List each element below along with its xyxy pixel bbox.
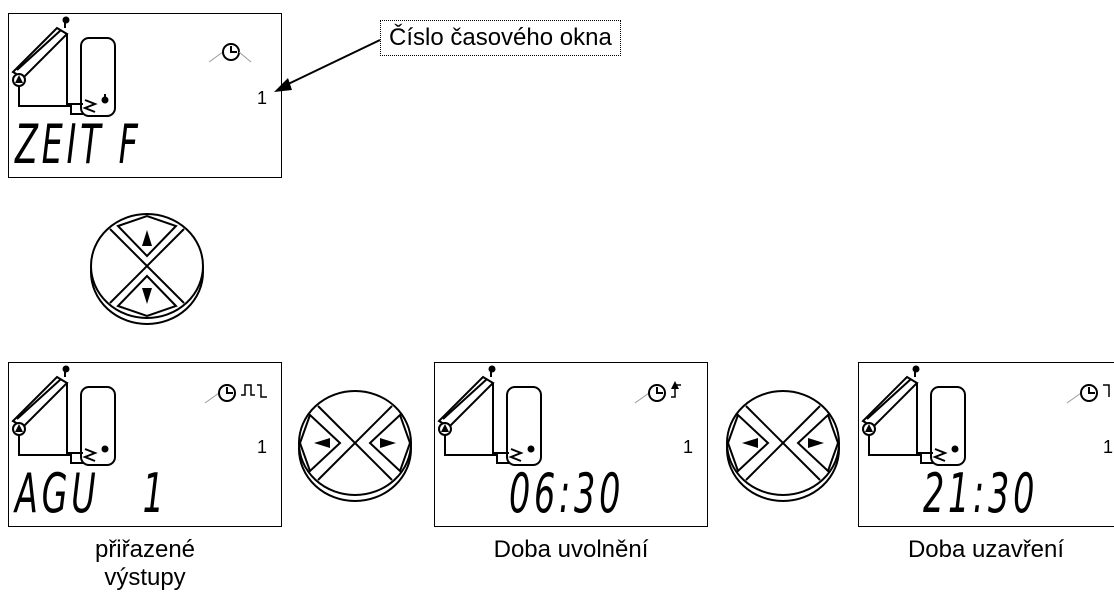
storage-tank-icon [80, 37, 116, 117]
clock-icon [208, 43, 252, 63]
caption-assigned-outputs: přiřazené výstupy [40, 536, 250, 592]
solar-collector-icon [11, 365, 70, 429]
pump-icon [12, 422, 26, 436]
nav-left-right-icon[interactable] [296, 385, 414, 503]
segment-readout: 21:30 [923, 462, 1039, 525]
solar-collector-icon [861, 365, 920, 429]
callout-label: Číslo časového okna [380, 20, 621, 56]
segment-readout: AGU 1 [15, 462, 168, 525]
caption-lock-time: Doba uzavření [907, 536, 1065, 563]
storage-tank-icon [80, 386, 116, 466]
storage-tank-icon [930, 386, 966, 466]
pump-icon [862, 422, 876, 436]
solar-system-schematic [11, 16, 252, 117]
lcd-display-zeit: 1 ZEIT F [8, 13, 282, 178]
caption-release-time: Doba uvolnění [493, 536, 649, 563]
clock-icon [1066, 384, 1110, 404]
segment-readout: 06:30 [509, 462, 625, 525]
nav-up-down-icon[interactable] [88, 208, 206, 326]
caption-line-2: výstupy [104, 564, 186, 591]
storage-tank-icon [506, 386, 542, 466]
pump-icon [12, 73, 26, 87]
caption-line-1: přiřazené [94, 536, 196, 563]
lcd-display-release-time: 1 06:30 [434, 362, 708, 527]
solar-collector-icon [437, 365, 496, 429]
lcd-display-agu: 1 AGU 1 [8, 362, 282, 527]
window-number: 1 [683, 437, 694, 457]
lcd-display-lock-time: 1 21:30 [858, 362, 1114, 527]
window-number: 1 [1103, 437, 1114, 457]
window-number: 1 [257, 437, 268, 457]
segment-readout: ZEIT F [15, 113, 142, 176]
pump-icon [438, 422, 452, 436]
clock-icon [204, 384, 267, 404]
nav-left-right-icon[interactable] [724, 385, 842, 503]
window-number: 1 [257, 88, 268, 108]
clock-icon [634, 381, 681, 404]
